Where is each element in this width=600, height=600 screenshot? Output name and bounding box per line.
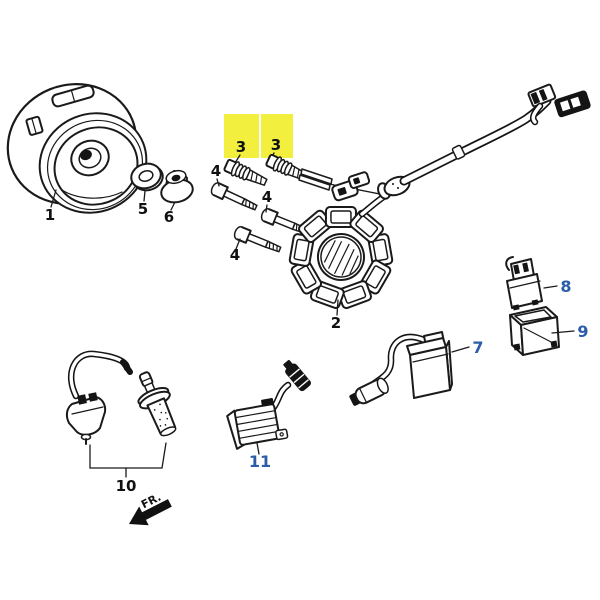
callout-3a[interactable]: 3 bbox=[236, 138, 246, 156]
callout-4c[interactable]: 4 bbox=[230, 246, 240, 264]
part-drawing-cdi bbox=[349, 331, 453, 406]
highlight-box-1[interactable] bbox=[224, 114, 259, 158]
part-drawing-wire-clamp bbox=[298, 168, 411, 218]
part-drawing-plug-cap bbox=[137, 371, 177, 437]
callout-3b[interactable]: 3 bbox=[271, 136, 281, 154]
part-drawing-washer bbox=[130, 162, 164, 192]
front-direction-arrow: FR. bbox=[129, 491, 172, 526]
callout-9[interactable]: 9 bbox=[577, 322, 588, 341]
part-drawing-stator bbox=[288, 206, 394, 310]
part-drawing-holder bbox=[509, 306, 560, 356]
callout-5[interactable]: 5 bbox=[138, 200, 148, 218]
part-drawing-harness bbox=[399, 83, 591, 186]
callout-1[interactable]: 1 bbox=[45, 206, 55, 224]
callout-4b[interactable]: 4 bbox=[262, 188, 272, 206]
part-drawing-bolt4-a bbox=[208, 180, 260, 215]
callout-6[interactable]: 6 bbox=[164, 208, 174, 226]
connector-small bbox=[527, 83, 557, 108]
connector-large bbox=[554, 90, 591, 118]
part-drawing-ignition-coil bbox=[65, 350, 133, 445]
part-drawing-relay bbox=[505, 256, 543, 311]
callout-8[interactable]: 8 bbox=[560, 277, 571, 296]
part-drawing-flywheel bbox=[6, 83, 148, 214]
part-drawing-bolt3-left bbox=[222, 156, 270, 191]
highlight-box-2[interactable] bbox=[261, 114, 293, 158]
callout-4a[interactable]: 4 bbox=[211, 162, 221, 180]
part-drawing-nut bbox=[160, 169, 194, 204]
callout-10[interactable]: 10 bbox=[116, 477, 137, 495]
part-drawing-regulator bbox=[226, 359, 311, 450]
callout-7[interactable]: 7 bbox=[472, 338, 483, 357]
part-drawing-bolt4-c bbox=[231, 224, 284, 257]
callout-2[interactable]: 2 bbox=[331, 314, 341, 332]
callout-11[interactable]: 11 bbox=[249, 452, 271, 471]
